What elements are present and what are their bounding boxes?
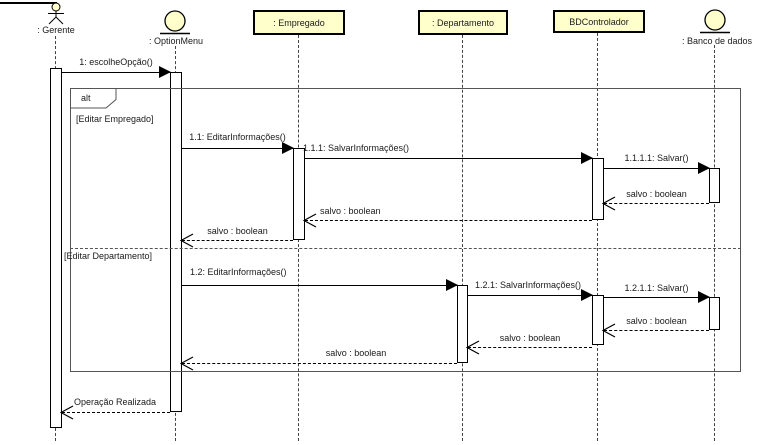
entity-icon (697, 9, 733, 40)
alt-operator-label: alt (81, 93, 91, 103)
message-label: 1.2.1.1: Salvar() (624, 283, 689, 293)
activation-departamento (457, 285, 468, 363)
entity-icon (157, 10, 193, 41)
open-arrowhead-icon (179, 356, 194, 371)
lifeline-header-bdcontrolador: BDControlador (553, 10, 645, 33)
top-border-line (0, 2, 57, 4)
message-label: 1.2.1: SalvarInformações() (474, 280, 582, 290)
return-line (179, 356, 457, 371)
return-line (465, 340, 592, 355)
activation-empregado (293, 148, 305, 240)
return-line (59, 405, 170, 420)
message-label: 1.1.1: SalvarInformações() (303, 143, 410, 153)
actor-icon (43, 2, 69, 31)
return-label: salvo : boolean (320, 206, 381, 216)
return-label: salvo : boolean (499, 333, 561, 343)
activation-gerente (50, 68, 62, 428)
alt-fragment-frame: alt (70, 88, 741, 372)
message-line (604, 162, 710, 174)
message-line (182, 279, 458, 291)
message-line (62, 66, 171, 78)
activation-bdcontrolador-1 (592, 158, 604, 220)
message-line (305, 152, 593, 164)
message-line (468, 289, 593, 301)
open-arrowhead-icon (465, 340, 480, 355)
open-arrowhead-icon (601, 196, 616, 211)
return-label: salvo : boolean (626, 316, 687, 326)
filled-arrowhead-icon (159, 66, 171, 78)
alt-operator-tab (70, 88, 117, 114)
guard-editar-empregado: [Editar Empregado] (76, 114, 154, 124)
lifeline-header-optionmenu: : OptionMenu (148, 36, 204, 46)
guard-editar-departamento: [Editar Departamento] (64, 251, 153, 261)
message-label: 1.1.1.1: Salvar() (624, 153, 689, 163)
open-arrowhead-icon (302, 213, 317, 228)
open-arrowhead-icon (59, 405, 74, 420)
return-label: salvo : boolean (325, 348, 387, 358)
filled-arrowhead-icon (698, 291, 710, 303)
return-line (601, 323, 709, 338)
lifeline-header-gerente: : Gerente (37, 25, 75, 35)
return-line (601, 196, 709, 211)
filled-arrowhead-icon (446, 279, 458, 291)
return-label: salvo : boolean (207, 226, 268, 236)
activation-bancodedados-1 (709, 168, 720, 203)
filled-arrowhead-icon (581, 289, 593, 301)
return-line (179, 233, 293, 248)
open-arrowhead-icon (179, 233, 194, 248)
return-label: Operação Realizada (73, 397, 157, 407)
return-line (302, 213, 592, 228)
message-label: 1.1: EditarInformações() (189, 132, 286, 142)
activation-bdcontrolador-2 (592, 295, 604, 345)
message-line (604, 291, 710, 303)
alt-divider (70, 248, 741, 249)
activation-optionmenu (170, 72, 182, 412)
open-arrowhead-icon (601, 323, 616, 338)
filled-arrowhead-icon (698, 162, 710, 174)
lifeline-header-departamento: : Departamento (418, 10, 508, 35)
lifeline-header-bancodedados: : Banco de dados (681, 36, 753, 46)
filled-arrowhead-icon (282, 142, 294, 154)
message-label: 1.2: EditarInformações() (190, 267, 287, 277)
message-line (182, 142, 294, 154)
lifeline-bdcontrolador (597, 33, 598, 441)
lifeline-header-empregado: : Empregado (253, 10, 345, 35)
return-label: salvo : boolean (626, 189, 687, 199)
activation-bancodedados-2 (709, 297, 720, 330)
lifeline-bancodedados (714, 45, 715, 441)
lifeline-departamento (462, 35, 463, 441)
message-label: 1: escolheOpção() (79, 57, 153, 67)
filled-arrowhead-icon (581, 152, 593, 164)
